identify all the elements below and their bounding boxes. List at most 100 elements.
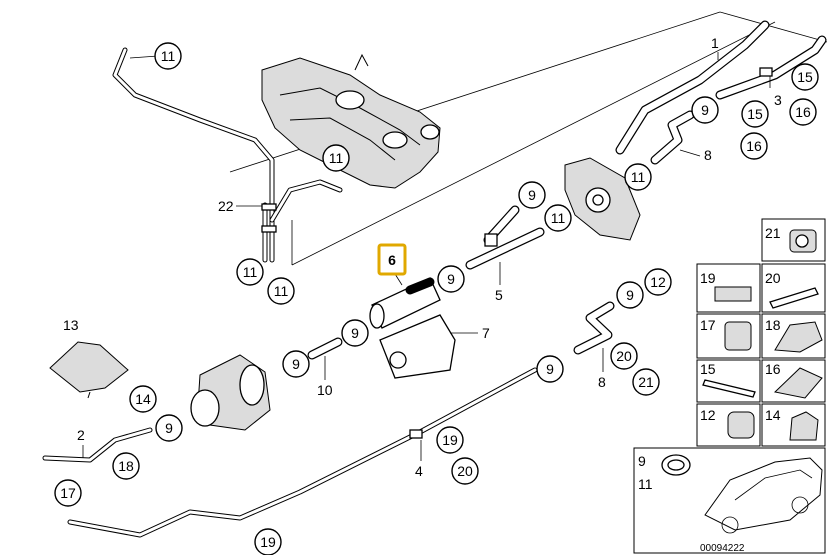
svg-text:17: 17 bbox=[60, 485, 76, 501]
callout-16-a[interactable]: 16 bbox=[789, 98, 817, 126]
label-1[interactable]: 1 bbox=[711, 35, 719, 51]
svg-text:9: 9 bbox=[701, 102, 709, 118]
svg-text:12: 12 bbox=[650, 274, 666, 290]
svg-text:11: 11 bbox=[161, 48, 176, 64]
callout-17[interactable]: 17 bbox=[54, 479, 82, 507]
label-5[interactable]: 5 bbox=[495, 287, 503, 303]
svg-text:14: 14 bbox=[765, 407, 781, 423]
svg-text:11: 11 bbox=[243, 264, 258, 280]
label-2[interactable]: 2 bbox=[77, 427, 85, 443]
t-piece-5-drawing bbox=[465, 205, 545, 270]
svg-text:11: 11 bbox=[631, 169, 646, 185]
svg-text:9: 9 bbox=[638, 453, 646, 469]
svg-text:16: 16 bbox=[746, 138, 762, 154]
svg-text:11: 11 bbox=[274, 283, 289, 299]
label-10[interactable]: 10 bbox=[317, 382, 333, 398]
callout-11-hose-8[interactable]: 11 bbox=[624, 163, 652, 191]
svg-text:20: 20 bbox=[765, 270, 781, 286]
svg-text:19: 19 bbox=[260, 534, 276, 550]
svg-text:9: 9 bbox=[292, 356, 300, 372]
svg-text:6: 6 bbox=[388, 252, 396, 268]
svg-text:11: 11 bbox=[329, 150, 344, 166]
svg-text:21: 21 bbox=[638, 374, 654, 390]
callout-9-filter[interactable]: 9 bbox=[437, 265, 465, 293]
callout-9-pipe-4[interactable]: 9 bbox=[536, 355, 564, 383]
svg-text:16: 16 bbox=[795, 104, 811, 120]
svg-text:9: 9 bbox=[351, 325, 359, 341]
svg-text:15: 15 bbox=[700, 361, 716, 377]
svg-text:13: 13 bbox=[63, 317, 79, 333]
fuel-filter-6-drawing bbox=[369, 277, 441, 329]
callout-9-t-piece[interactable]: 9 bbox=[518, 181, 546, 209]
label-22[interactable]: 22 bbox=[218, 198, 234, 214]
legend-cell-21[interactable]: 21 bbox=[761, 218, 826, 262]
callout-15-b[interactable]: 15 bbox=[741, 100, 769, 128]
legend-cell-15[interactable]: 15 bbox=[696, 359, 761, 403]
callout-13[interactable]: 13 bbox=[63, 317, 79, 333]
svg-text:11: 11 bbox=[551, 210, 566, 226]
label-7[interactable]: 7 bbox=[482, 325, 490, 341]
callout-19-bottom[interactable]: 19 bbox=[254, 528, 282, 555]
svg-text:14: 14 bbox=[135, 391, 151, 407]
svg-text:20: 20 bbox=[616, 348, 632, 364]
svg-text:19: 19 bbox=[700, 270, 716, 286]
hose-1-3-drawing bbox=[615, 20, 827, 155]
callout-19-pipe[interactable]: 19 bbox=[436, 426, 464, 454]
legend-cell-9-11[interactable]: 9 11 bbox=[633, 447, 826, 554]
callout-11-left-a[interactable]: 11 bbox=[236, 258, 264, 286]
svg-text:9: 9 bbox=[165, 420, 173, 436]
svg-text:20: 20 bbox=[457, 463, 473, 479]
label-8-upper[interactable]: 8 bbox=[704, 147, 712, 163]
callout-14[interactable]: 14 bbox=[129, 385, 157, 413]
pump-housing-drawing bbox=[564, 157, 641, 241]
svg-text:15: 15 bbox=[797, 69, 813, 85]
svg-text:16: 16 bbox=[765, 361, 781, 377]
callout-11-left-b[interactable]: 11 bbox=[267, 277, 295, 305]
highlighted-part-6[interactable]: 6 bbox=[377, 243, 407, 276]
label-3[interactable]: 3 bbox=[774, 92, 782, 108]
callout-16-b[interactable]: 16 bbox=[740, 132, 768, 160]
callout-18[interactable]: 18 bbox=[112, 452, 140, 480]
callout-9-pump-left[interactable]: 9 bbox=[282, 350, 310, 378]
svg-text:11: 11 bbox=[638, 476, 653, 492]
legend-cell-14[interactable]: 14 bbox=[761, 403, 826, 447]
svg-text:15: 15 bbox=[747, 106, 763, 122]
hose-10-drawing bbox=[307, 337, 343, 360]
callout-9-right[interactable]: 9 bbox=[616, 281, 644, 309]
legend-cell-17[interactable]: 17 bbox=[696, 313, 761, 359]
car-silhouette-drawing bbox=[704, 457, 823, 534]
diagram-drawing bbox=[42, 11, 827, 538]
svg-text:12: 12 bbox=[700, 407, 716, 423]
svg-text:17: 17 bbox=[700, 317, 716, 333]
svg-text:9: 9 bbox=[447, 271, 455, 287]
svg-text:9: 9 bbox=[528, 187, 536, 203]
hose-8-upper-drawing bbox=[650, 110, 695, 165]
callout-11-tank[interactable]: 11 bbox=[322, 144, 350, 172]
legend-cell-18[interactable]: 18 bbox=[761, 313, 826, 359]
svg-text:9: 9 bbox=[626, 287, 634, 303]
label-4[interactable]: 4 bbox=[415, 463, 423, 479]
callout-9-top[interactable]: 9 bbox=[691, 96, 719, 124]
pump-assembly-drawing bbox=[190, 354, 271, 431]
callout-12[interactable]: 12 bbox=[644, 268, 672, 296]
callout-21-hose[interactable]: 21 bbox=[632, 368, 660, 396]
callout-9-hose-10[interactable]: 9 bbox=[341, 319, 369, 347]
svg-text:21: 21 bbox=[765, 225, 781, 241]
callout-20-hose[interactable]: 20 bbox=[610, 342, 638, 370]
callout-15-a[interactable]: 15 bbox=[791, 63, 819, 91]
legend-panel: 21 19 20 17 18 15 bbox=[633, 218, 826, 554]
fuel-line-11-drawing bbox=[112, 47, 343, 263]
legend-cell-16[interactable]: 16 bbox=[761, 359, 826, 403]
svg-text:18: 18 bbox=[118, 458, 134, 474]
callout-9-pipe-2[interactable]: 9 bbox=[155, 414, 183, 442]
svg-text:19: 19 bbox=[442, 432, 458, 448]
legend-cell-19[interactable]: 19 bbox=[696, 263, 761, 313]
callout-11-pump[interactable]: 11 bbox=[544, 204, 572, 232]
callout-20-pipe[interactable]: 20 bbox=[451, 457, 479, 485]
callout-11-top-left[interactable]: 11 bbox=[154, 42, 182, 70]
legend-cell-20[interactable]: 20 bbox=[761, 263, 826, 313]
legend-cell-12[interactable]: 12 bbox=[696, 403, 761, 447]
bracket-13-drawing bbox=[49, 341, 129, 399]
label-8-lower[interactable]: 8 bbox=[598, 374, 606, 390]
